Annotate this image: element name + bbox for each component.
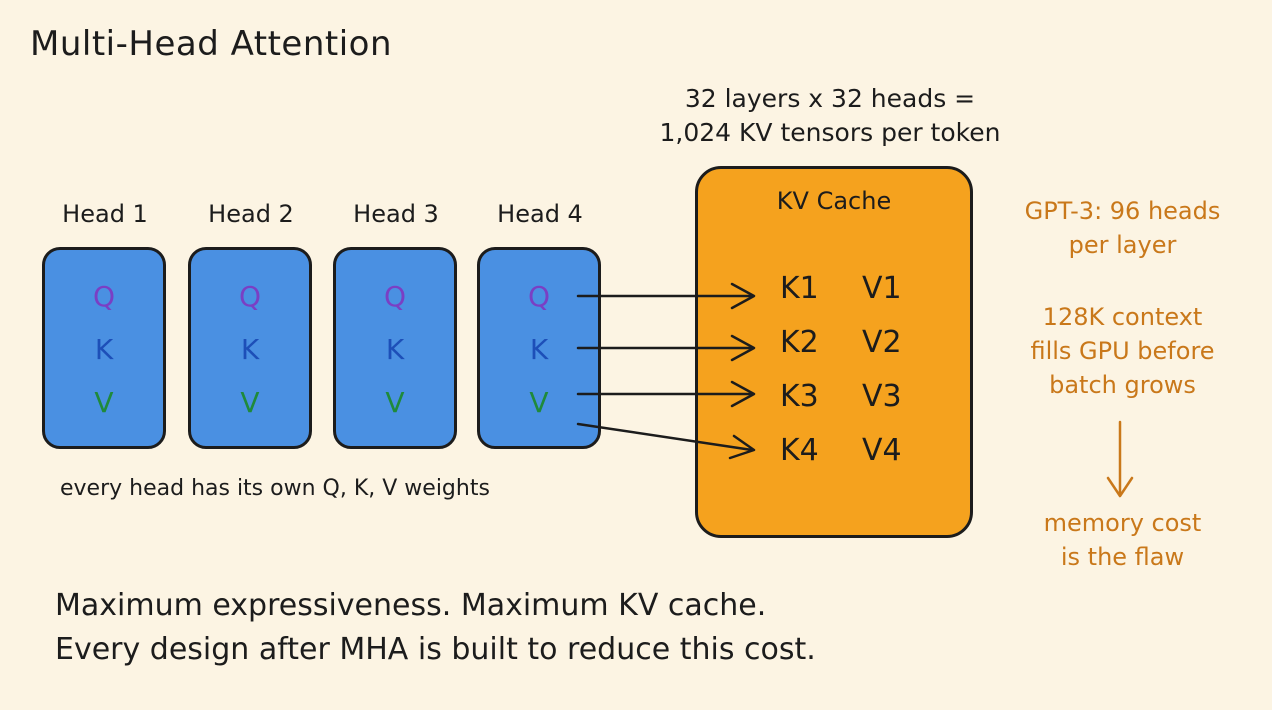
bottom-summary-line1: Maximum expressiveness. Maximum KV cache… bbox=[55, 588, 767, 623]
arrow-q-to-k1 bbox=[576, 282, 756, 310]
key-label: K bbox=[94, 333, 114, 366]
context-note-line1: 128K context bbox=[1042, 303, 1203, 331]
kv-key-4: K4 bbox=[780, 433, 819, 468]
kv-cache-box: KV Cache K1 V1 K2 V2 K3 V3 K4 V4 bbox=[695, 166, 973, 538]
head-1-label: Head 1 bbox=[62, 200, 148, 228]
diagram-title: Multi-Head Attention bbox=[30, 24, 393, 64]
value-label: V bbox=[385, 386, 405, 419]
head-3-label: Head 3 bbox=[353, 200, 439, 228]
arrow-v-to-k3 bbox=[576, 380, 756, 408]
context-note: 128K context fills GPU before batch grow… bbox=[980, 300, 1265, 402]
head-1-box: Q K V bbox=[42, 247, 166, 449]
kv-key-1: K1 bbox=[780, 271, 819, 306]
down-arrow-icon bbox=[1106, 420, 1134, 498]
value-label: V bbox=[240, 386, 260, 419]
kv-value-2: V2 bbox=[862, 325, 902, 360]
bottom-summary-line2: Every design after MHA is built to reduc… bbox=[55, 632, 816, 667]
heads-caption: every head has its own Q, K, V weights bbox=[60, 476, 490, 501]
kv-cache-title: KV Cache bbox=[776, 187, 892, 215]
arrow-head-to-k4 bbox=[576, 422, 756, 460]
head-2-box: Q K V bbox=[188, 247, 312, 449]
layer-count-line2: 1,024 KV tensors per token bbox=[659, 118, 1001, 147]
query-label: Q bbox=[92, 280, 116, 313]
kv-key-3: K3 bbox=[780, 379, 819, 414]
kv-value-3: V3 bbox=[862, 379, 902, 414]
context-note-line3: batch grows bbox=[1049, 371, 1196, 399]
flaw-note: memory cost is the flaw bbox=[980, 506, 1265, 574]
layer-count-note: 32 layers x 32 heads = 1,024 KV tensors … bbox=[600, 82, 1060, 150]
kv-value-4: V4 bbox=[862, 433, 902, 468]
query-label: Q bbox=[238, 280, 262, 313]
key-label: K bbox=[529, 333, 549, 366]
key-label: K bbox=[240, 333, 260, 366]
flaw-note-line1: memory cost bbox=[1043, 509, 1202, 537]
key-label: K bbox=[385, 333, 405, 366]
value-label: V bbox=[529, 386, 549, 419]
gpt3-note-line1: GPT-3: 96 heads bbox=[1024, 197, 1221, 225]
context-note-line2: fills GPU before bbox=[1030, 337, 1215, 365]
query-label: Q bbox=[527, 280, 551, 313]
flaw-note-line2: is the flaw bbox=[1060, 543, 1185, 571]
head-4-label: Head 4 bbox=[497, 200, 583, 228]
bottom-summary: Maximum expressiveness. Maximum KV cache… bbox=[55, 584, 816, 672]
kv-key-2: K2 bbox=[780, 325, 819, 360]
gpt3-note: GPT-3: 96 heads per layer bbox=[980, 194, 1265, 262]
layer-count-line1: 32 layers x 32 heads = bbox=[684, 84, 976, 113]
arrow-k-to-k2 bbox=[576, 334, 756, 362]
kv-value-1: V1 bbox=[862, 271, 902, 306]
value-label: V bbox=[94, 386, 114, 419]
head-2-label: Head 2 bbox=[208, 200, 294, 228]
query-label: Q bbox=[383, 280, 407, 313]
head-3-box: Q K V bbox=[333, 247, 457, 449]
gpt3-note-line2: per layer bbox=[1068, 231, 1177, 259]
